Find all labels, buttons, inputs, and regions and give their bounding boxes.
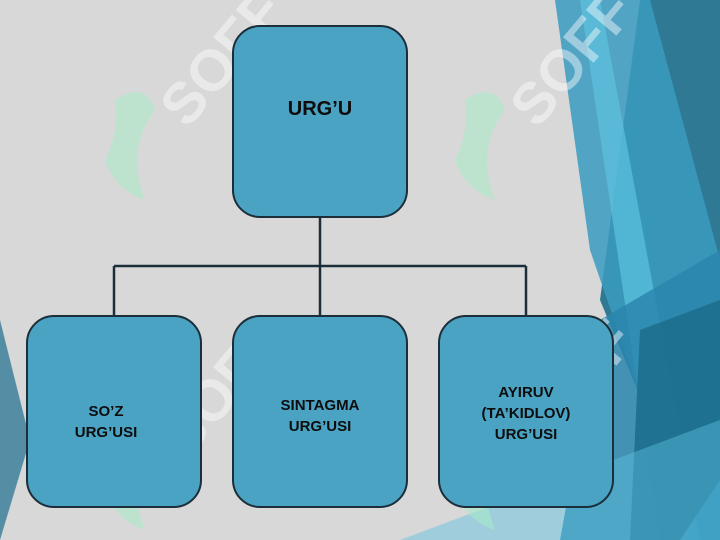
- child-node-label: SINTAGMA URG’USI: [280, 396, 360, 435]
- child-node-label: AYIRUV (TA’KIDLOV) URG’USI: [481, 384, 571, 443]
- child-node-label: SO’Z URG’USI: [74, 402, 138, 441]
- child-node-ayiruv-urgusi: AYIRUV (TA’KIDLOV) URG’USI: [438, 315, 614, 508]
- child-node-soz-urgusi: SO’Z URG’USI: [26, 315, 202, 508]
- root-node-label: URG’U: [287, 98, 353, 120]
- child-node-sintagma-urgusi: SINTAGMA URG’USI: [232, 315, 408, 508]
- root-node: URG’U: [232, 25, 408, 218]
